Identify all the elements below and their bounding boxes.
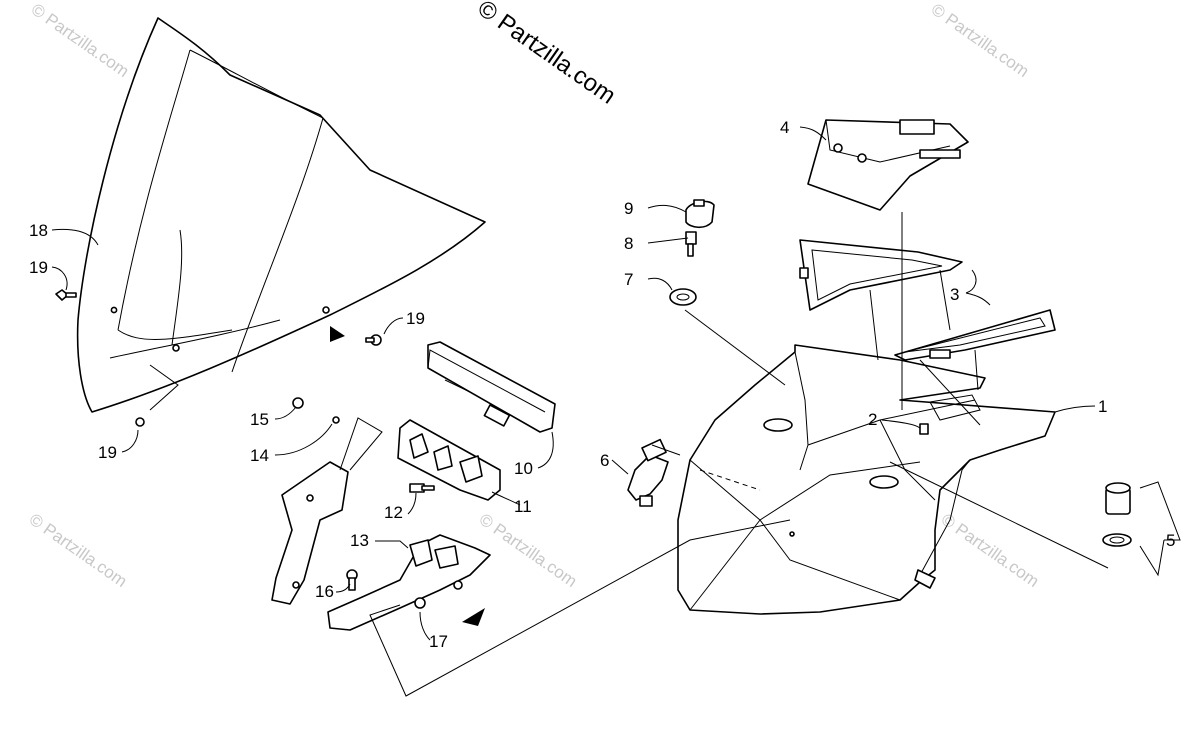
hood-fairing [677,344,1056,615]
callout-6: 6 [600,451,609,470]
gauge-assembly [427,341,556,433]
callout-19-left: 19 [29,258,48,277]
watermark-bottom-right: © Partzilla.com [938,510,1043,591]
callout-10: 10 [514,459,533,478]
nut-15 [292,397,304,409]
key-nut-7 [669,288,697,306]
ignition-switch-6 [627,438,669,507]
callout-11: 11 [514,497,532,516]
bolt-12 [409,483,435,493]
screw-19-left [55,289,77,301]
callout-17: 17 [429,632,448,651]
leader-lines [51,126,1181,641]
screw-16 [346,569,358,591]
callout-3: 3 [950,285,959,304]
windshield [76,17,486,413]
watermark-top-right: © Partzilla.com [928,0,1033,81]
callout-19-bottom: 19 [98,443,117,462]
callout-18: 18 [29,221,48,240]
washer-19 [135,417,145,427]
callout-14: 14 [250,446,269,465]
key-8 [685,231,697,257]
gauge-bracket [397,419,501,501]
key-cap-9 [685,199,715,229]
watermark-top-left: © Partzilla.com [28,0,133,81]
callout-labels: 1 2 3 4 5 6 7 8 9 10 11 12 13 14 15 16 1… [29,118,1175,651]
callout-7: 7 [624,270,633,289]
arrow-marker-lower [462,608,485,626]
mounting-bracket [271,461,491,631]
callout-15: 15 [250,410,269,429]
screw-2 [919,423,929,435]
callout-13: 13 [350,531,369,550]
accessory-plug-5 [1102,482,1132,547]
grille-3-upper [799,239,963,311]
callout-16: 16 [315,582,334,601]
callout-2: 2 [868,410,877,429]
arrow-marker-upper [330,326,345,342]
pod-cover-4 [807,119,969,211]
callout-19-right: 19 [406,309,425,328]
watermark-main: © Partzilla.com [473,0,621,110]
screw-19-right [365,334,382,346]
callout-12: 12 [384,503,403,522]
watermark-bottom-center: © Partzilla.com [476,510,581,591]
nut-17 [414,597,426,609]
watermark-bottom-left: © Partzilla.com [26,510,131,591]
callout-9: 9 [624,199,633,218]
callout-1: 1 [1098,397,1107,416]
grille-3-lower [894,309,1056,361]
alignment-lines [149,212,1109,697]
washer-14 [332,416,340,424]
callout-4: 4 [780,118,789,137]
callout-5: 5 [1166,531,1175,550]
callout-8: 8 [624,234,633,253]
